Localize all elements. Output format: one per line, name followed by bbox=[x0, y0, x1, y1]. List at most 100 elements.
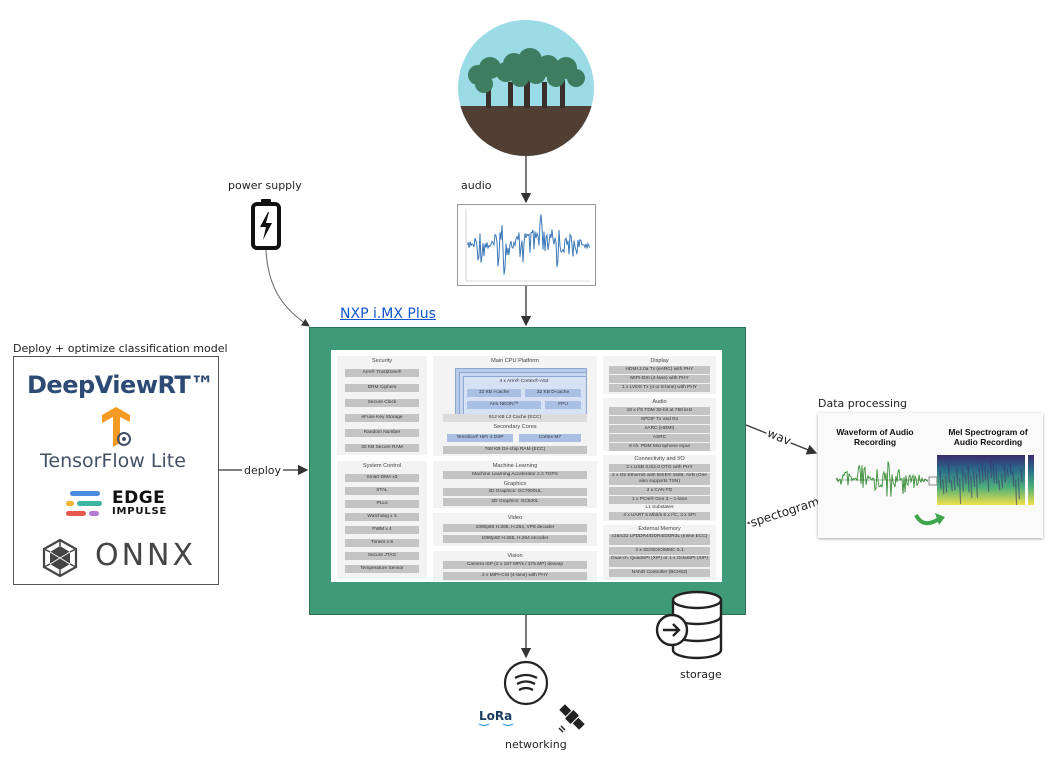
spectrogram-streak bbox=[959, 478, 962, 505]
fpu: FPU bbox=[545, 401, 581, 409]
spectrogram-streak bbox=[961, 468, 964, 492]
connectivity-item: 4 x UART 5 Mbit/s 6 x I²C, 3 x SPI bbox=[609, 512, 710, 520]
spectrogram-streak bbox=[970, 475, 973, 498]
nxp-title-link[interactable]: NXP i.MX Plus bbox=[340, 306, 436, 322]
audio-title: Audio bbox=[652, 399, 667, 405]
security-item: eFuse Key Storage bbox=[345, 414, 419, 422]
display-item: 1 x LVDS Tx (4 or 8-lane) with PHY bbox=[609, 384, 710, 392]
tensorflow-icon bbox=[102, 407, 131, 447]
connectivity-title: Connectivity and I/O bbox=[634, 456, 685, 462]
memory-item: 3 x SD/SDIO/MMC 5.1 bbox=[609, 547, 710, 555]
spectrogram-streak bbox=[1003, 465, 1006, 483]
lora-text: LoRa bbox=[479, 709, 512, 723]
mel-spectrogram-plot bbox=[937, 455, 1034, 505]
battery-icon bbox=[251, 199, 281, 250]
video-title: Video bbox=[507, 515, 523, 521]
gpu-3d: 3D Graphics: GC7000UL bbox=[443, 488, 587, 496]
lite-text: Lite bbox=[150, 450, 186, 472]
deploy-arrow-label: deploy bbox=[242, 464, 284, 477]
audio-block: Audio 18 x I²S TDM 32-bit at 768 kHz SPD… bbox=[603, 398, 716, 451]
system-control-item: Watchdog x 3 bbox=[345, 513, 419, 521]
display-item: MIPI-DSI (4-lane) with PHY bbox=[609, 375, 710, 383]
spectrogram-streak bbox=[1020, 469, 1023, 483]
connectivity-item: L1 Substates bbox=[645, 505, 674, 510]
vision-title: Vision bbox=[507, 553, 523, 559]
system-control-block: System Control Smart DMA x3 XTAL PLLs Wa… bbox=[337, 461, 427, 578]
spectrogram-streak bbox=[956, 468, 959, 487]
system-control-item: Secure JTAG bbox=[345, 552, 419, 560]
curved-arrow-icon bbox=[914, 513, 945, 526]
spectrogram-streak bbox=[992, 463, 995, 484]
spectrogram-streak bbox=[998, 479, 1001, 491]
spectrogram-streak bbox=[1015, 479, 1018, 505]
edge-text: EDGE bbox=[112, 488, 166, 508]
hifi4-dsp: Tensilica® HiFi 4 DSP bbox=[447, 434, 513, 442]
connectivity-item: 2 x Gb Ethernet with IEEE® 1588, AVB (On… bbox=[609, 473, 710, 485]
cpu-core-label: 4 x Arm® Cortex®-A53 bbox=[499, 379, 549, 384]
spectrogram-streak bbox=[950, 479, 953, 491]
camera-isp: Camera ISP (2 x 187 MP/s / 375 MP) dewar… bbox=[443, 561, 587, 569]
security-item: Arm® TrustZone® bbox=[345, 369, 419, 377]
wifi-signal-icon bbox=[503, 660, 549, 706]
onchip-ram: 768 KB On-chip RAM (ECC) bbox=[443, 446, 587, 454]
system-control-item: XTAL bbox=[345, 487, 419, 495]
system-control-item: Smart DMA x3 bbox=[345, 474, 419, 482]
neon: Arm NEON™ bbox=[467, 401, 541, 409]
system-control-item: PLLs bbox=[345, 500, 419, 508]
storage-icon bbox=[655, 590, 723, 660]
tensorflow-text: TensorFlow bbox=[40, 450, 145, 472]
spectrogram-streak bbox=[953, 476, 956, 491]
audio-item: 18 x I²S TDM 32-bit at 768 kHz bbox=[609, 407, 710, 415]
mel-spectrogram-title: Mel Spectrogram of Audio Recording bbox=[948, 427, 1028, 447]
satellite-icon bbox=[558, 704, 585, 733]
memory-item: NAND Controller (BCH62) bbox=[609, 569, 710, 577]
forest-image bbox=[458, 20, 594, 156]
deepviewrt-logo: DeepViewRT™ bbox=[27, 371, 214, 399]
secondary-cores-title: Secondary Cores bbox=[493, 424, 537, 430]
spectrogram-streak bbox=[1006, 468, 1009, 477]
spectrogram-streak bbox=[947, 463, 950, 483]
onnx-icon bbox=[42, 538, 78, 578]
security-item: Secure Clock bbox=[345, 399, 419, 407]
connectivity-block: Connectivity and I/O 2 x USB 3.0/2.0 OTG… bbox=[603, 455, 716, 521]
dcache: 32 KB D-cache bbox=[525, 389, 581, 397]
memory-item: x16/x32 LPDDR4/DDR4/DDR3L (Inline ECC) bbox=[609, 534, 710, 545]
audio-item: 8 ch. PDM Microphone Input bbox=[609, 443, 710, 451]
soc-block-diagram: Security Arm® TrustZone® DRM Ciphers Sec… bbox=[331, 350, 722, 582]
tensorflow-lite-logo: TensorFlow Lite bbox=[40, 450, 186, 472]
graphics-title: Graphics bbox=[503, 481, 527, 487]
system-control-item: Timers x 6 bbox=[345, 539, 419, 547]
data-processing-panel: Waveform of Audio Recording Mel Spectrog… bbox=[818, 413, 1043, 538]
security-item: 32 KB Secure RAM bbox=[345, 444, 419, 452]
spectrogram-streak bbox=[978, 468, 981, 485]
main-cpu-title: Main CPU Platform bbox=[491, 358, 539, 364]
impulse-text: IMPULSE bbox=[112, 506, 168, 517]
spectrogram-streak bbox=[987, 469, 990, 492]
ml-block: Machine Learning Machine Learning Accele… bbox=[433, 461, 597, 508]
onnx-logo: ONNX bbox=[95, 538, 197, 573]
l2-cache: 512 KB L2 Cache (ECC) bbox=[443, 414, 587, 422]
system-control-item: Temperature Sensor bbox=[345, 565, 419, 573]
power-arrow bbox=[265, 249, 310, 327]
lora-icon: LoRa bbox=[478, 709, 514, 726]
connectivity-item: 1 x PCIe® Gen 3 – 1-lane bbox=[609, 496, 710, 504]
spectrogram-streak bbox=[942, 479, 945, 495]
display-item: HDMI 2.0a Tx (eARC) with PHY bbox=[609, 366, 710, 374]
security-title: Security bbox=[371, 358, 393, 364]
audio-item: eARC (HDMI) bbox=[609, 425, 710, 433]
spectrogram-streak bbox=[995, 468, 998, 484]
icache: 32 KB I-cache bbox=[467, 389, 521, 397]
waveform-title: Waveform of Audio Recording bbox=[836, 427, 914, 447]
deploy-box bbox=[13, 356, 219, 585]
waveform-graphic bbox=[465, 209, 591, 282]
power-supply-label: power supply bbox=[228, 179, 302, 192]
audio-item: ASRC bbox=[609, 434, 710, 442]
storage-label: storage bbox=[680, 668, 722, 681]
ml-title: Machine Learning bbox=[492, 463, 538, 469]
networking-label: networking bbox=[505, 738, 567, 751]
audio-label: audio bbox=[461, 179, 492, 192]
external-memory-title: External Memory bbox=[638, 526, 681, 532]
audio-waveform-box bbox=[457, 204, 596, 286]
spectrogram-streak bbox=[964, 472, 967, 485]
deploy-heading: Deploy + optimize classification model bbox=[13, 342, 228, 355]
